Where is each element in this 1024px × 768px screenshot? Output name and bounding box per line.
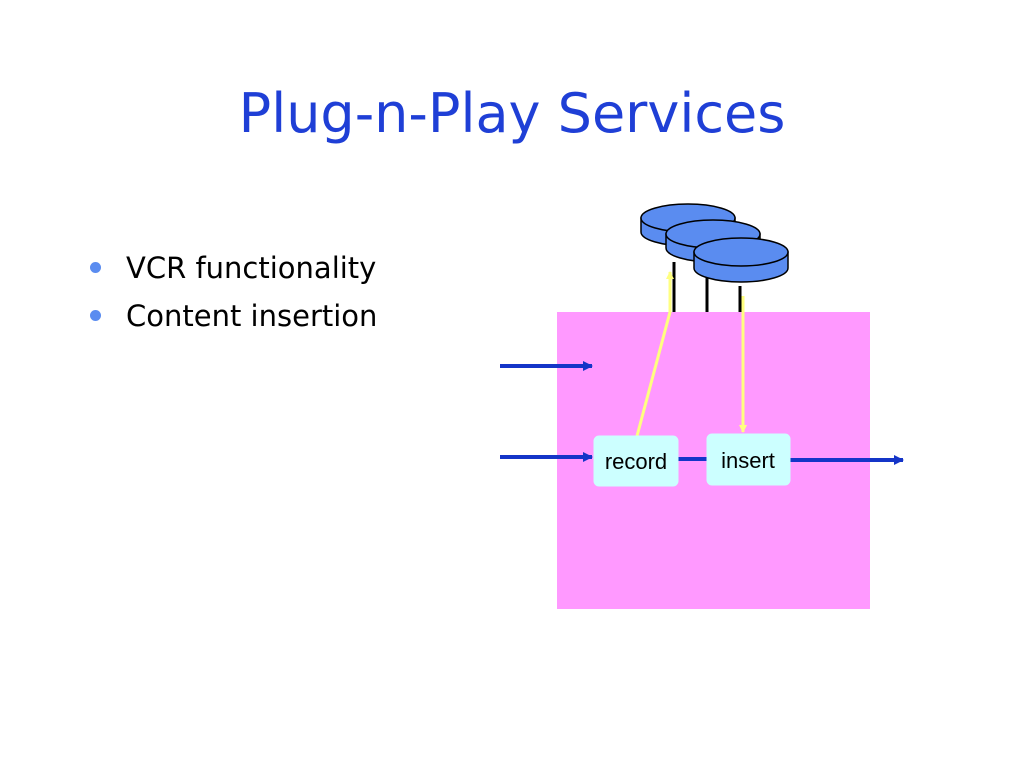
bullet-text: VCR functionality <box>126 251 377 285</box>
record-label: record <box>605 449 667 474</box>
disk-icon <box>693 237 789 283</box>
bullet-dot-icon <box>90 310 101 321</box>
bullet-dot-icon <box>90 262 101 273</box>
record-to-storage-link <box>635 271 674 437</box>
disk-stack-icon <box>640 203 789 283</box>
insert-label: insert <box>721 448 775 473</box>
bullet-vcr-functionality: VCR functionality <box>86 244 377 292</box>
insert-box: insert <box>706 433 791 486</box>
bullet-content-insertion: Content insertion <box>86 292 377 340</box>
bullet-text: Content insertion <box>126 299 378 333</box>
slide-title: Plug-n-Play Services <box>238 82 786 145</box>
record-box: record <box>593 435 679 487</box>
bullet-list: VCR functionality Content insertion <box>86 244 377 340</box>
